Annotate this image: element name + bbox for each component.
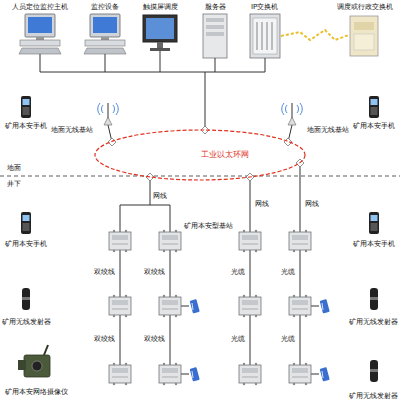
transmitter-label: 矿用无线发射器 (349, 392, 398, 401)
ring-network: 工业以太环网 (95, 130, 305, 180)
phone-label: 矿用本安手机 (5, 240, 47, 249)
transmitter-label: 矿用无线发射器 (2, 318, 51, 327)
ring-ellipse (95, 130, 305, 180)
cable-label: 双绞线 (143, 335, 166, 344)
cable-label: 双绞线 (143, 268, 166, 277)
ring-outline (95, 130, 305, 180)
level-label: 地面 (7, 164, 21, 173)
cable-label: 网线 (152, 192, 168, 201)
level-label: 井下 (7, 180, 21, 189)
cable-label: 双绞线 (93, 268, 116, 277)
ring-label: 工业以太环网 (201, 150, 249, 160)
device-label: 人员定位监控主机 (12, 3, 68, 12)
antenna-label: 地面无线基站 (307, 126, 349, 135)
station-label: 矿用本安型基站 (184, 222, 233, 231)
cable-label: 光缆 (230, 335, 246, 344)
cable-label: 光缆 (230, 268, 246, 277)
device-label: 服务器 (205, 3, 226, 12)
cable-label: 双绞线 (93, 335, 116, 344)
phone-label: 矿用本安手机 (5, 122, 47, 131)
cable-label: 网线 (304, 200, 320, 209)
antenna-label: 地面无线基站 (51, 126, 93, 135)
device-label: 监控设备 (91, 3, 119, 12)
cable-label: 网线 (254, 200, 270, 209)
camera-label: 矿用本安网络摄像仪 (5, 388, 68, 397)
cable-label: 光缆 (280, 268, 296, 277)
phone-label: 矿用本安手机 (353, 240, 395, 249)
cable-label: 光缆 (280, 335, 296, 344)
device-label: 触摸屏调度 (143, 3, 178, 12)
transmitter-label: 矿用无线发射器 (349, 318, 398, 327)
phone-label: 矿用本安手机 (353, 122, 395, 131)
device-label: 调度或行政交换机 (337, 3, 393, 12)
device-label: IP交换机 (251, 3, 278, 12)
